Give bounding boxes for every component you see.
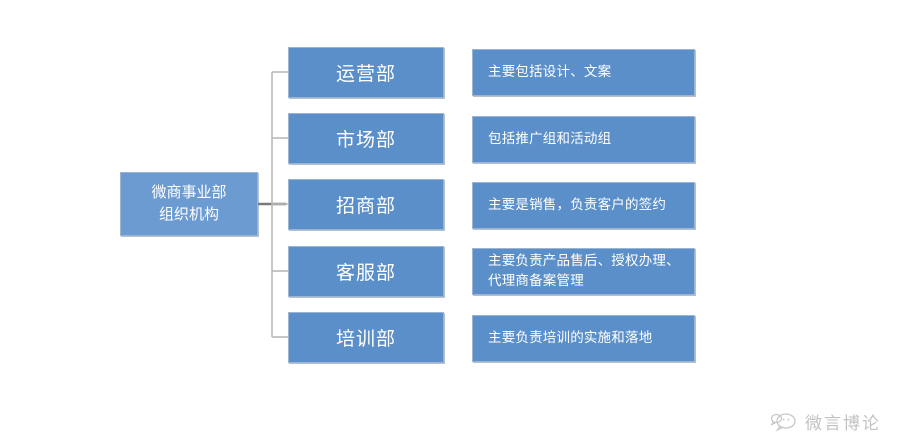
dept-node-operations[interactable]: 运营部 [288,47,444,98]
desc-node-text-line1: 主要负责产品售后、授权办理、 [488,252,680,269]
dept-node-label: 市场部 [335,129,396,151]
dept-node-label: 客服部 [335,262,396,284]
desc-node-investment[interactable]: 主要是销售，负责客户的签约 [472,182,695,229]
dept-node-label: 招商部 [335,195,396,217]
root-node-line2: 组织机构 [158,205,219,223]
wechat-speech-bubble-icon [771,412,796,432]
desc-node-text: 主要负责产品售后、授权办理、 代理商备案管理 [488,252,680,291]
watermark: 微言博论 [771,409,881,434]
dept-node-investment[interactable]: 招商部 [288,179,444,230]
desc-node-text-line2: 代理商备案管理 [488,272,584,289]
dept-node-customer-service[interactable]: 客服部 [288,246,444,297]
desc-node-text: 主要负责培训的实施和落地 [488,329,653,346]
desc-node-text: 包括推广组和活动组 [488,130,612,147]
desc-node-text: 主要包括设计、文案 [488,63,612,80]
desc-node-marketing[interactable]: 包括推广组和活动组 [472,116,695,163]
desc-node-text: 主要是销售，负责客户的签约 [488,196,667,213]
desc-node-customer-service[interactable]: 主要负责产品售后、授权办理、 代理商备案管理 [472,248,695,295]
root-node[interactable]: 微商事业部 组织机构 [120,172,258,236]
dept-node-label: 培训部 [335,328,396,350]
desc-node-operations[interactable]: 主要包括设计、文案 [472,49,695,96]
desc-node-training[interactable]: 主要负责培训的实施和落地 [472,315,695,362]
dept-node-marketing[interactable]: 市场部 [288,113,444,164]
dept-node-training[interactable]: 培训部 [288,312,444,363]
watermark-text: 微言博论 [805,414,881,434]
root-node-label: 微商事业部 组织机构 [151,182,226,226]
root-node-line1: 微商事业部 [151,183,227,202]
dept-node-label: 运营部 [335,63,396,85]
